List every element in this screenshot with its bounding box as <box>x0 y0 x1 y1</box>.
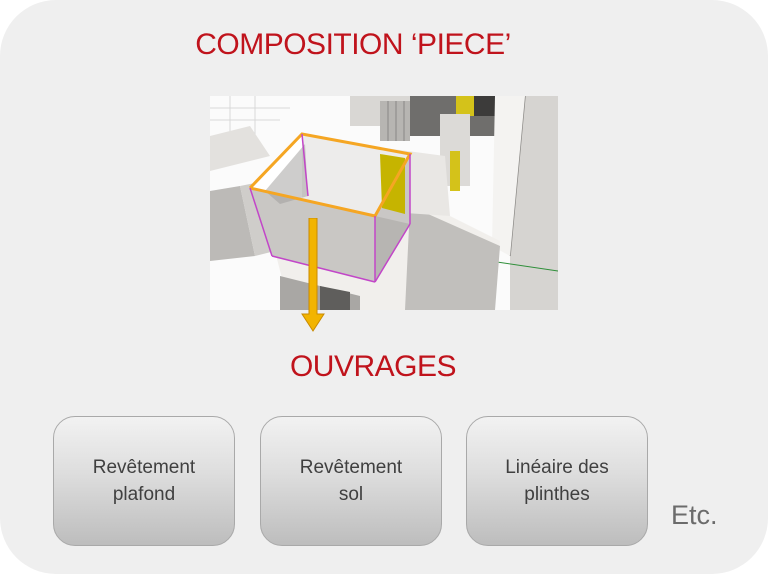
card-revetement-sol: Revêtement sol <box>260 416 442 546</box>
etc-label: Etc. <box>671 500 718 530</box>
diagram-title: COMPOSITION ‘PIECE’ <box>195 28 511 61</box>
card-label: Revêtement plafond <box>92 457 196 505</box>
down-arrow-icon <box>301 218 325 332</box>
room-3d-render <box>210 96 558 310</box>
card-label: Linéaire des plinthes <box>505 457 609 505</box>
card-label: Revêtement sol <box>299 457 403 505</box>
card-revetement-plafond: Revêtement plafond <box>53 416 235 546</box>
card-lineaire-plinthes: Linéaire des plinthes <box>466 416 648 546</box>
ouvrages-heading: OUVRAGES <box>289 350 457 383</box>
